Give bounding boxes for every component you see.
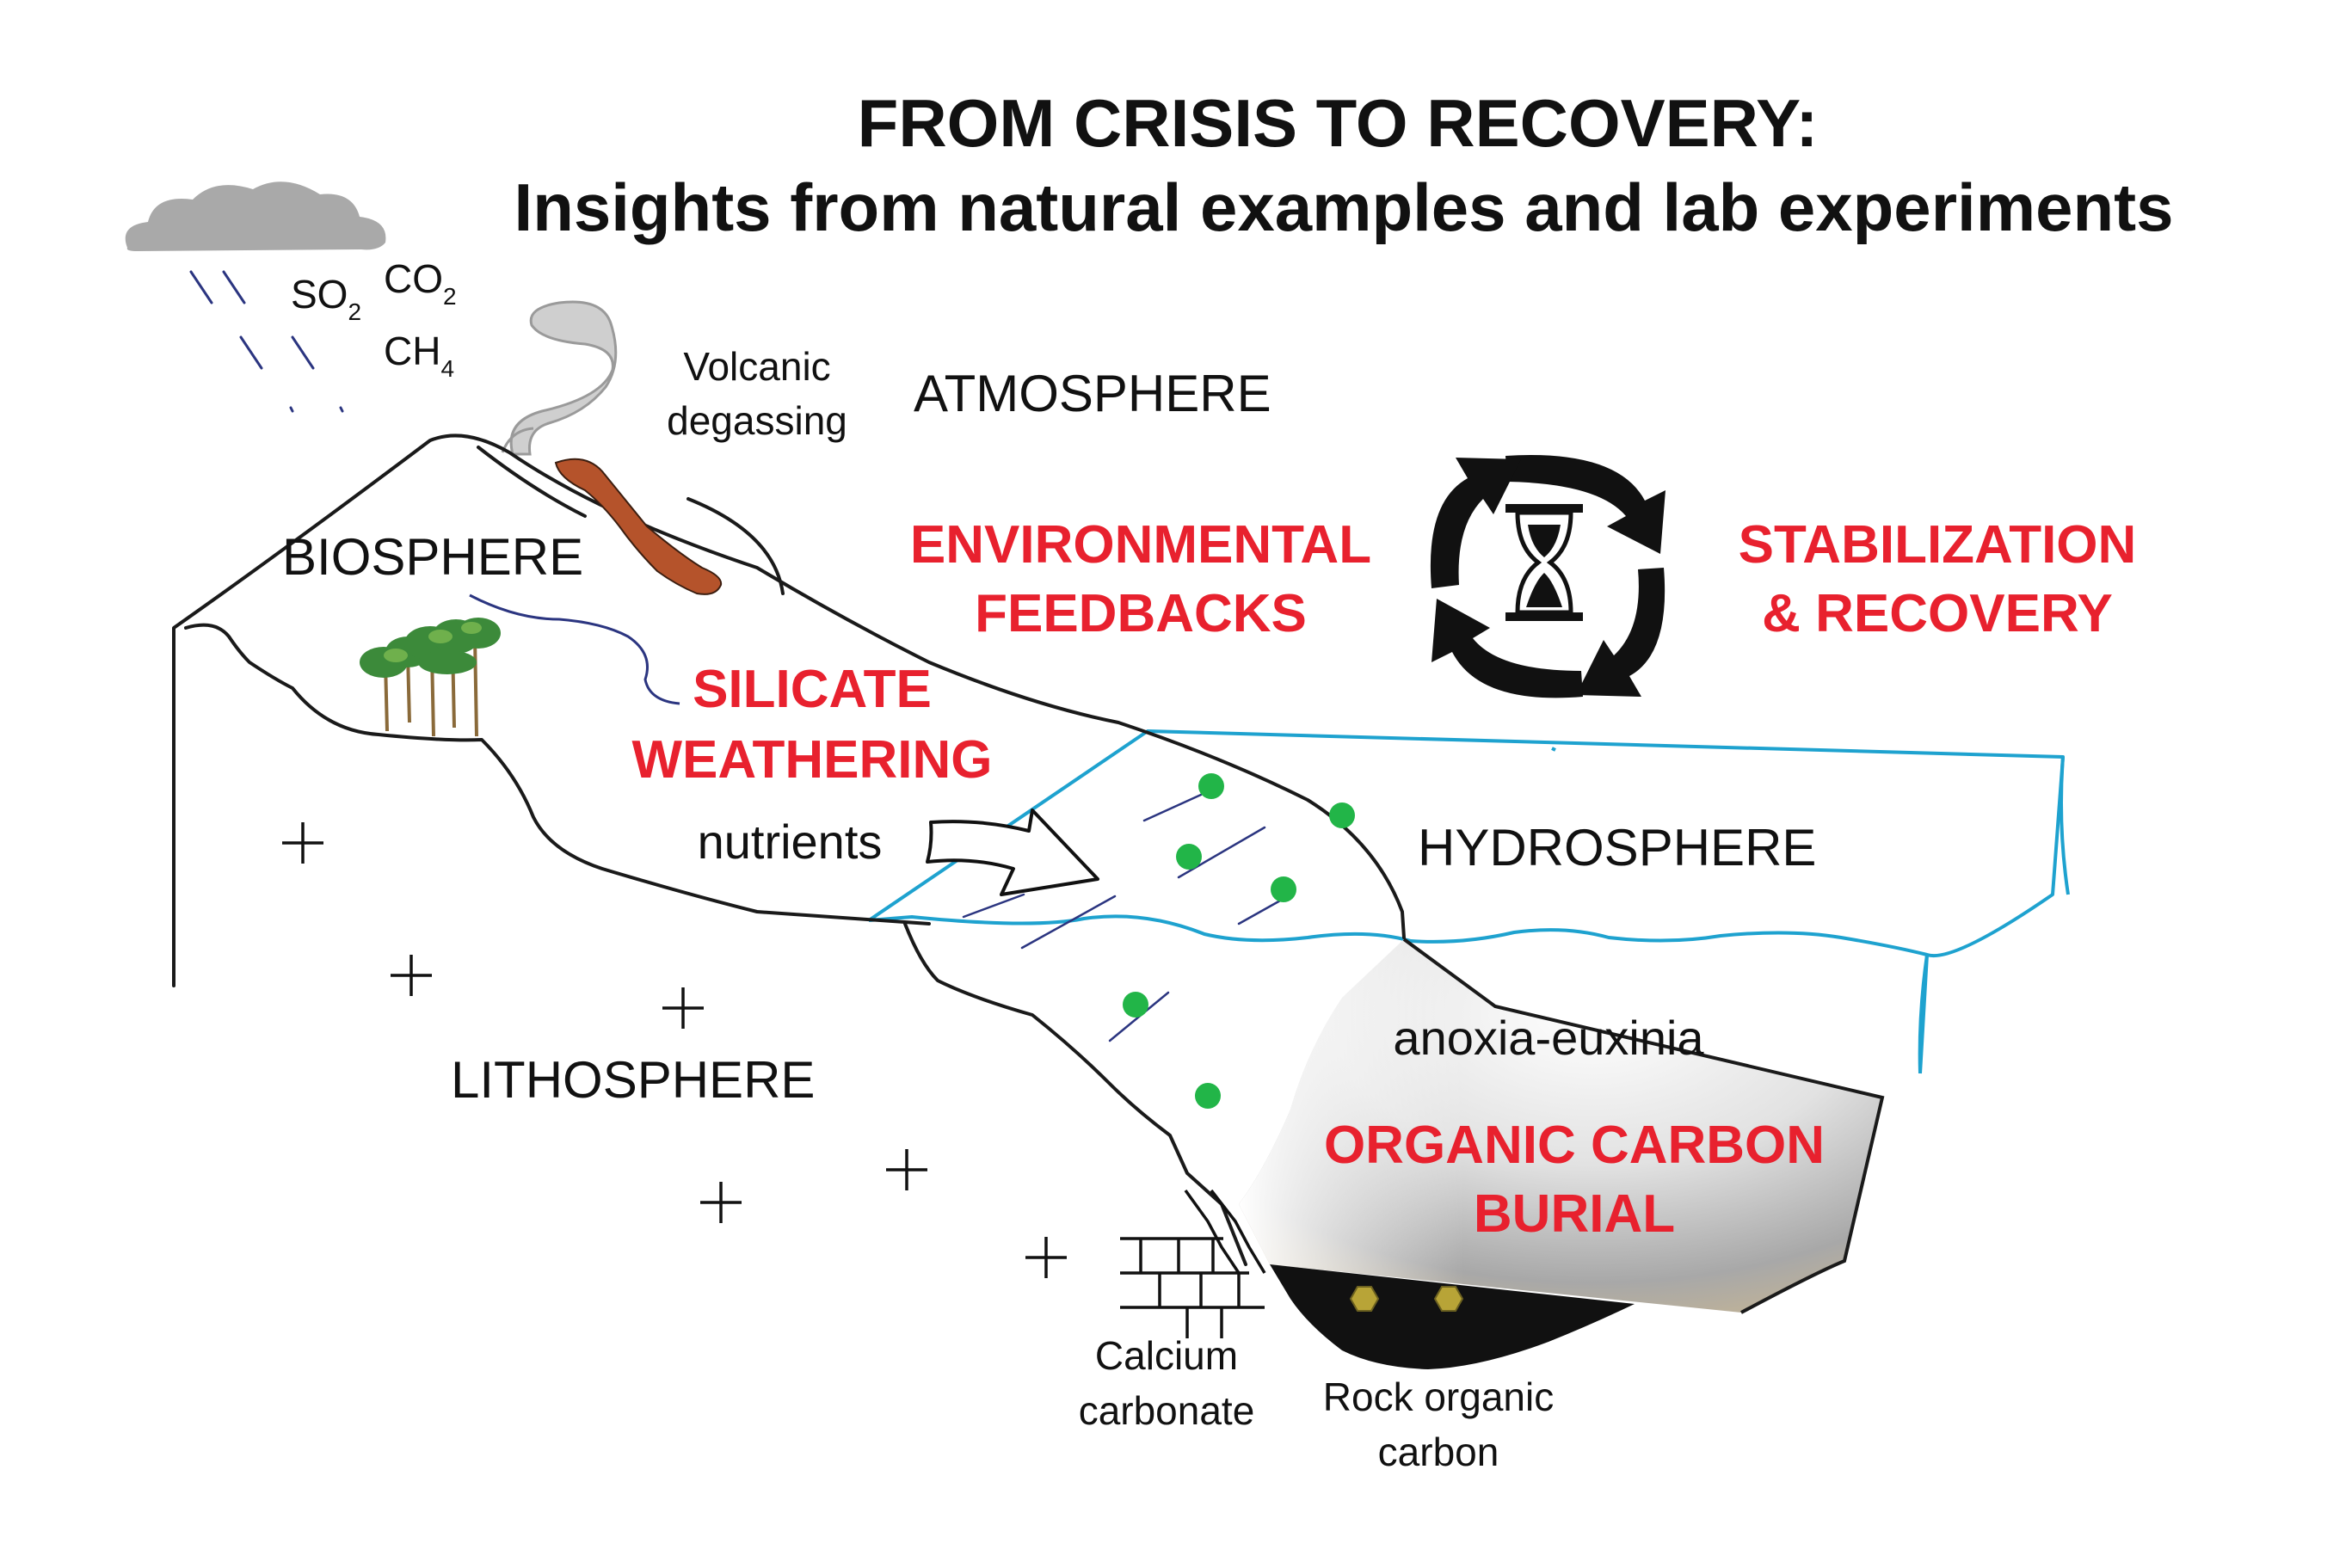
title-line-1: FROM CRISIS TO RECOVERY: bbox=[858, 85, 1819, 161]
title: FROM CRISIS TO RECOVERY: Insights from n… bbox=[514, 85, 2174, 245]
stabilization-recovery-line-1: STABILIZATION bbox=[1739, 515, 2137, 575]
hourglass-icon bbox=[1505, 504, 1583, 621]
anoxia-euxinia-label: anoxia-euxinia bbox=[1393, 1011, 1704, 1065]
volcanic-degassing-line-2: degassing bbox=[667, 398, 847, 443]
mixing-lines bbox=[962, 793, 1284, 1042]
environmental-feedbacks-line-2: FEEDBACKS bbox=[975, 584, 1307, 643]
rock-organic-carbon-line-1: Rock organic bbox=[1323, 1374, 1554, 1419]
stabilization-recovery-line-2: & RECOVERY bbox=[1762, 584, 2113, 643]
environmental-feedbacks-line-1: ENVIRONMENTAL bbox=[910, 515, 1371, 575]
volcanic-degassing-line-1: Volcanic bbox=[683, 344, 830, 389]
calcium-carbonate-line-1: Calcium bbox=[1095, 1333, 1238, 1378]
land-outline bbox=[172, 434, 1406, 1266]
co2-label: CO2 bbox=[384, 256, 457, 310]
lithosphere-crosses bbox=[282, 822, 1067, 1278]
lithosphere-label: LITHOSPHERE bbox=[451, 1051, 815, 1109]
rock-organic-carbon-line-2: carbon bbox=[1378, 1430, 1499, 1474]
volcanic-plume bbox=[509, 300, 618, 456]
lava-flow bbox=[554, 458, 723, 595]
calcium-carbonate-line-2: carbonate bbox=[1079, 1388, 1255, 1433]
ch4-label: CH4 bbox=[384, 329, 454, 382]
nutrients-label: nutrients bbox=[698, 815, 883, 869]
silicate-weathering-line-2: WEATHERING bbox=[631, 730, 992, 790]
silicate-weathering-line-1: SILICATE bbox=[693, 660, 932, 719]
carbonate-bricks bbox=[1120, 1189, 1266, 1338]
rock-organic-carbon-particles bbox=[1349, 1286, 1464, 1312]
trees-icon bbox=[360, 618, 501, 737]
anoxic-basin bbox=[1239, 938, 1885, 1314]
cloud-icon bbox=[125, 181, 386, 251]
river bbox=[469, 593, 680, 705]
title-line-2: Insights from natural examples and lab e… bbox=[514, 169, 2174, 245]
atmosphere-label: ATMOSPHERE bbox=[914, 365, 1271, 422]
cycle-arrows-icon bbox=[1430, 455, 1665, 698]
nutrient-particles bbox=[1123, 773, 1355, 1109]
hydrosphere-label: HYDROSPHERE bbox=[1418, 819, 1816, 876]
gas-labels: SO2 CO2 CH4 bbox=[291, 256, 457, 382]
rain-icon bbox=[189, 270, 344, 413]
ocean-outline bbox=[867, 729, 2070, 1074]
organic-carbon-burial-line-1: ORGANIC CARBON bbox=[1324, 1116, 1825, 1175]
nutrients-arrow bbox=[926, 809, 1099, 896]
so2-label: SO2 bbox=[291, 272, 361, 325]
biosphere-label: BIOSPHERE bbox=[282, 528, 583, 586]
organic-carbon-burial-line-2: BURIAL bbox=[1474, 1184, 1675, 1244]
